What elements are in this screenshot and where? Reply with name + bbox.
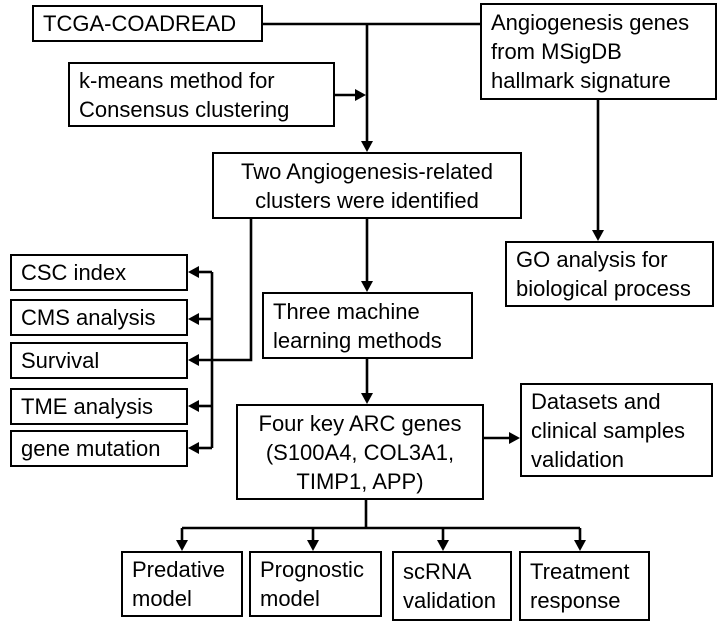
node-prognostic-model: Prognostic model (249, 551, 382, 617)
node-angiogenesis-genes-msigdb: Angiogenesis genes from MSigDB hallmark … (480, 3, 717, 100)
node-predative-model: Predative model (121, 551, 243, 617)
connector-spine-to-cms-arrow (188, 313, 212, 325)
node-cms-analysis: CMS analysis (10, 299, 188, 336)
connector-rail-to-predative-arrow (176, 528, 188, 551)
connector-rail-to-treatment-arrow (574, 528, 586, 551)
node-two-clusters-identified: Two Angiogenesis-related clusters were i… (212, 152, 522, 219)
connector-arc-to-datasets-arrow (484, 432, 520, 444)
node-tme-analysis: TME analysis (10, 388, 188, 425)
node-go-analysis: GO analysis for biological process (505, 241, 714, 307)
connector-arc-bottom-rail (182, 500, 580, 530)
node-three-ml-methods: Three machine learning methods (262, 292, 473, 359)
node-four-key-arc-genes: Four key ARC genes (S100A4, COL3A1, TIMP… (236, 404, 484, 500)
node-treatment-response: Treatment response (519, 551, 650, 621)
node-csc-index: CSC index (10, 254, 188, 291)
connector-spine-to-mutation-arrow (188, 442, 212, 454)
connector-rail-to-prognostic-arrow (307, 528, 319, 551)
node-datasets-validation: Datasets and clinical samples validation (520, 383, 713, 477)
node-tcga-coadread: TCGA-COADREAD (32, 5, 263, 42)
connector-clusters-to-survival-arrow (188, 219, 253, 366)
node-survival: Survival (10, 342, 188, 379)
node-kmeans-clustering: k-means method for Consensus clustering (68, 62, 335, 127)
connector-msigdb-to-go-arrow (592, 100, 604, 241)
connector-spine-to-tme-arrow (188, 400, 212, 412)
connector-rail-to-scrna-arrow (437, 528, 449, 551)
connector-ml-to-arc-arrow (361, 359, 373, 404)
connector-kmeans-arrow (335, 89, 366, 101)
node-scrna-validation: scRNA validation (392, 551, 512, 621)
connector-spine-to-csc-arrow (188, 266, 212, 278)
connector-clusters-to-ml-arrow (361, 219, 373, 292)
connector-junction-to-clusters-arrow (361, 24, 373, 152)
node-gene-mutation: gene mutation (10, 430, 188, 467)
